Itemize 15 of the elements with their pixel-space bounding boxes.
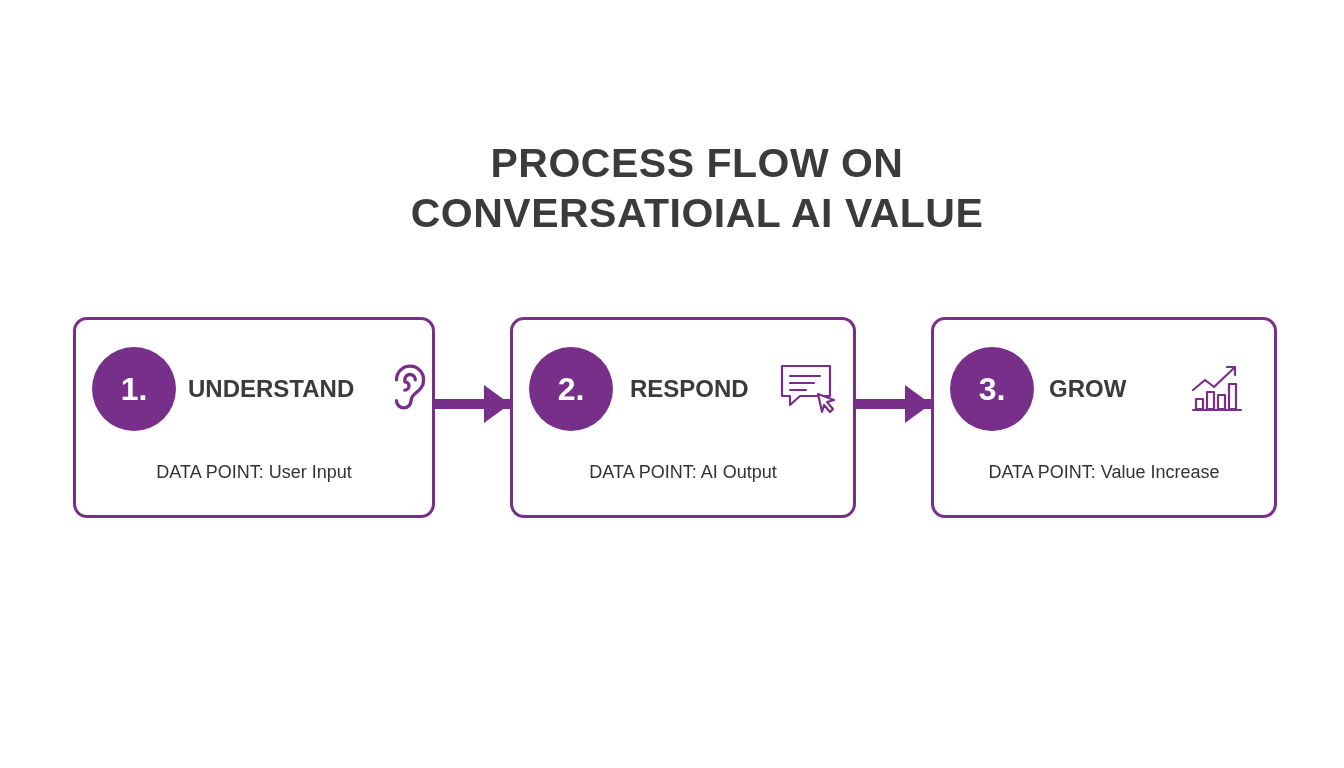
diagram-title: PROCESS FLOW ON CONVERSATIOIAL AI VALUE <box>409 139 985 238</box>
step-card <box>510 317 856 518</box>
step-number: 2. <box>529 347 613 431</box>
step-heading: GROW <box>1049 375 1127 403</box>
step-card <box>73 317 435 518</box>
step-number: 3. <box>950 347 1034 431</box>
step-heading: RESPOND <box>630 375 749 403</box>
data-point-text: DATA POINT: User Input <box>155 462 353 483</box>
data-point-text: DATA POINT: Value Increase <box>987 462 1221 483</box>
step-number: 1. <box>92 347 176 431</box>
arrow <box>856 385 931 423</box>
step-heading: UNDERSTAND <box>188 375 355 403</box>
data-point-text: DATA POINT: AI Output <box>588 462 778 483</box>
arrow <box>435 385 510 423</box>
step-card <box>931 317 1277 518</box>
